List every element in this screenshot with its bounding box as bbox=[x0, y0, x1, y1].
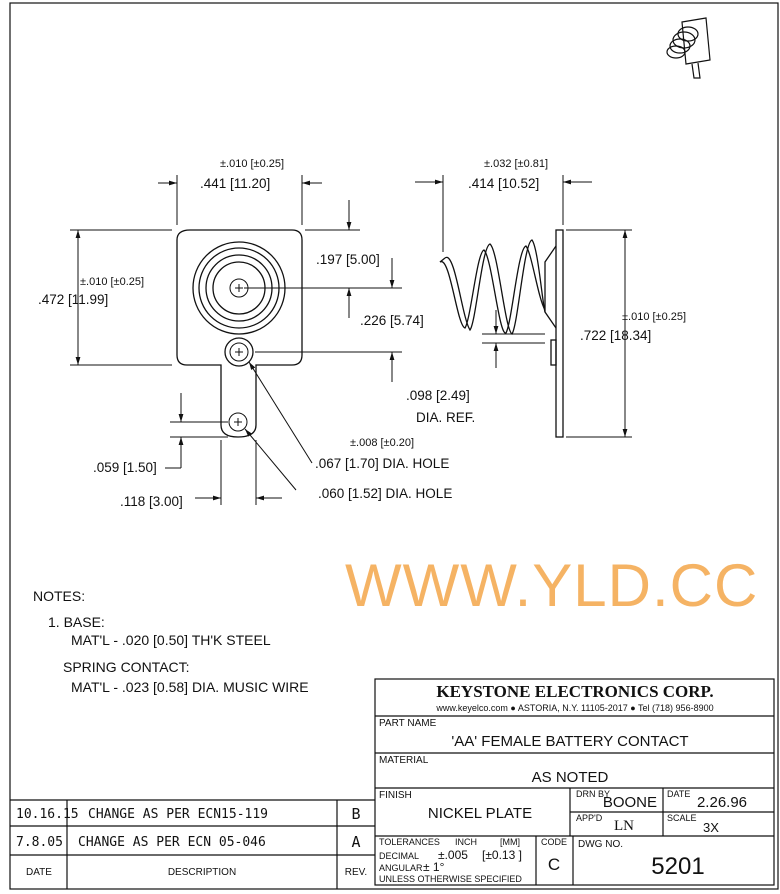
decimal-label: DECIMAL bbox=[379, 851, 419, 861]
front-dimensions bbox=[70, 175, 402, 505]
angular-value: ± 1° bbox=[423, 860, 445, 874]
material-label: MATERIAL bbox=[379, 755, 429, 766]
rev-header-date: DATE bbox=[26, 867, 52, 878]
tolerances-label: TOLERANCES bbox=[379, 837, 440, 847]
code-value: C bbox=[548, 855, 560, 874]
part-name-label: PART NAME bbox=[379, 718, 437, 729]
spring-length-dim: .414 [10.52] bbox=[468, 176, 539, 191]
top-offset-dim: .197 [5.00] bbox=[316, 252, 380, 267]
wire-dia-dim: .098 [2.49] bbox=[406, 388, 470, 403]
revision-b-letter: B bbox=[351, 805, 360, 823]
notes-spring: SPRING CONTACT: bbox=[63, 659, 190, 675]
spring-contact-icon bbox=[666, 17, 711, 79]
inch-label: INCH bbox=[455, 837, 477, 847]
side-view bbox=[439, 229, 564, 438]
side-height-dim: .722 [18.34] bbox=[580, 328, 651, 343]
company-contact: www.keyelco.com ● ASTORIA, N.Y. 11105-20… bbox=[435, 703, 713, 713]
tab-width-dim: .118 [3.00] bbox=[120, 494, 183, 509]
code-label: CODE bbox=[541, 837, 567, 847]
title-block bbox=[374, 678, 775, 886]
angular-label: ANGULAR bbox=[379, 863, 423, 873]
hole1-tol: ±.008 [±0.20] bbox=[350, 437, 414, 449]
dimension-labels: ±.010 [±0.25] .441 [11.20] ±.010 [±0.25]… bbox=[38, 158, 686, 509]
drn-value: BOONE bbox=[603, 794, 657, 811]
dwg-label: DWG NO. bbox=[578, 839, 623, 850]
rev-header-rev: REV. bbox=[345, 867, 367, 878]
front-view bbox=[176, 229, 303, 438]
revision-text: 10.16.15 CHANGE AS PER ECN15-119 B 7.8.0… bbox=[16, 805, 367, 878]
finish-label: FINISH bbox=[379, 790, 412, 801]
height-dim: .472 [11.99] bbox=[38, 292, 108, 307]
revision-b-date: 10.16.15 bbox=[16, 807, 79, 822]
side-dimensions bbox=[415, 175, 632, 438]
drn-label: DRN BY bbox=[576, 789, 610, 799]
title-block-text: KEYSTONE ELECTRONICS CORP. www.keyelco.c… bbox=[379, 682, 747, 884]
rev-header-description: DESCRIPTION bbox=[168, 867, 236, 878]
appd-value: LN bbox=[614, 818, 634, 834]
unless-label: UNLESS OTHERWISE SPECIFIED bbox=[379, 874, 522, 884]
finish-value: NICKEL PLATE bbox=[428, 805, 532, 822]
dwg-number: 5201 bbox=[651, 853, 704, 880]
date-label: DATE bbox=[667, 789, 690, 799]
appd-label: APP'D bbox=[576, 813, 603, 823]
material-value: AS NOTED bbox=[532, 769, 609, 786]
decimal-mm: [±0.13 ] bbox=[482, 848, 522, 862]
part-name: 'AA' FEMALE BATTERY CONTACT bbox=[451, 733, 688, 750]
company-name: KEYSTONE ELECTRONICS CORP. bbox=[436, 682, 713, 701]
tab-bottom-dim: .059 [1.50] bbox=[93, 460, 157, 475]
scale-value: 3X bbox=[703, 820, 719, 835]
revision-a-description: CHANGE AS PER ECN 05-046 bbox=[78, 835, 266, 850]
revision-a-date: 7.8.05 bbox=[16, 835, 63, 850]
width-dim: .441 [11.20] bbox=[200, 176, 270, 191]
sheet-border bbox=[9, 2, 779, 890]
notes: NOTES: 1. BASE: MAT'L - .020 [0.50] TH'K… bbox=[33, 588, 309, 695]
scale-label: SCALE bbox=[667, 813, 697, 823]
revision-block bbox=[10, 799, 375, 889]
spring-tol: ±.032 [±0.81] bbox=[484, 158, 548, 170]
revision-b-description: CHANGE AS PER ECN15-119 bbox=[88, 807, 268, 822]
wire-ref-dim: DIA. REF. bbox=[416, 410, 475, 425]
hole-offset-dim: .226 [5.74] bbox=[360, 313, 424, 328]
hole1-dim: .067 [1.70] DIA. HOLE bbox=[315, 456, 449, 471]
notes-spring-material: MAT'L - .023 [0.58] DIA. MUSIC WIRE bbox=[71, 679, 309, 695]
watermark: WWW.YLD.CC bbox=[345, 552, 758, 619]
notes-base: 1. BASE: bbox=[48, 614, 105, 630]
width-tol: ±.010 [±0.25] bbox=[220, 158, 284, 170]
hole2-dim: .060 [1.52] DIA. HOLE bbox=[318, 486, 452, 501]
decimal-value: ±.005 bbox=[438, 848, 468, 862]
date-value: 2.26.96 bbox=[697, 794, 747, 811]
mm-label: [MM] bbox=[500, 837, 520, 847]
notes-base-material: MAT'L - .020 [0.50] TH'K STEEL bbox=[71, 632, 271, 648]
notes-title: NOTES: bbox=[33, 588, 85, 604]
revision-a-letter: A bbox=[351, 833, 360, 851]
height-tol: ±.010 [±0.25] bbox=[80, 276, 144, 288]
side-tol: ±.010 [±0.25] bbox=[622, 311, 686, 323]
